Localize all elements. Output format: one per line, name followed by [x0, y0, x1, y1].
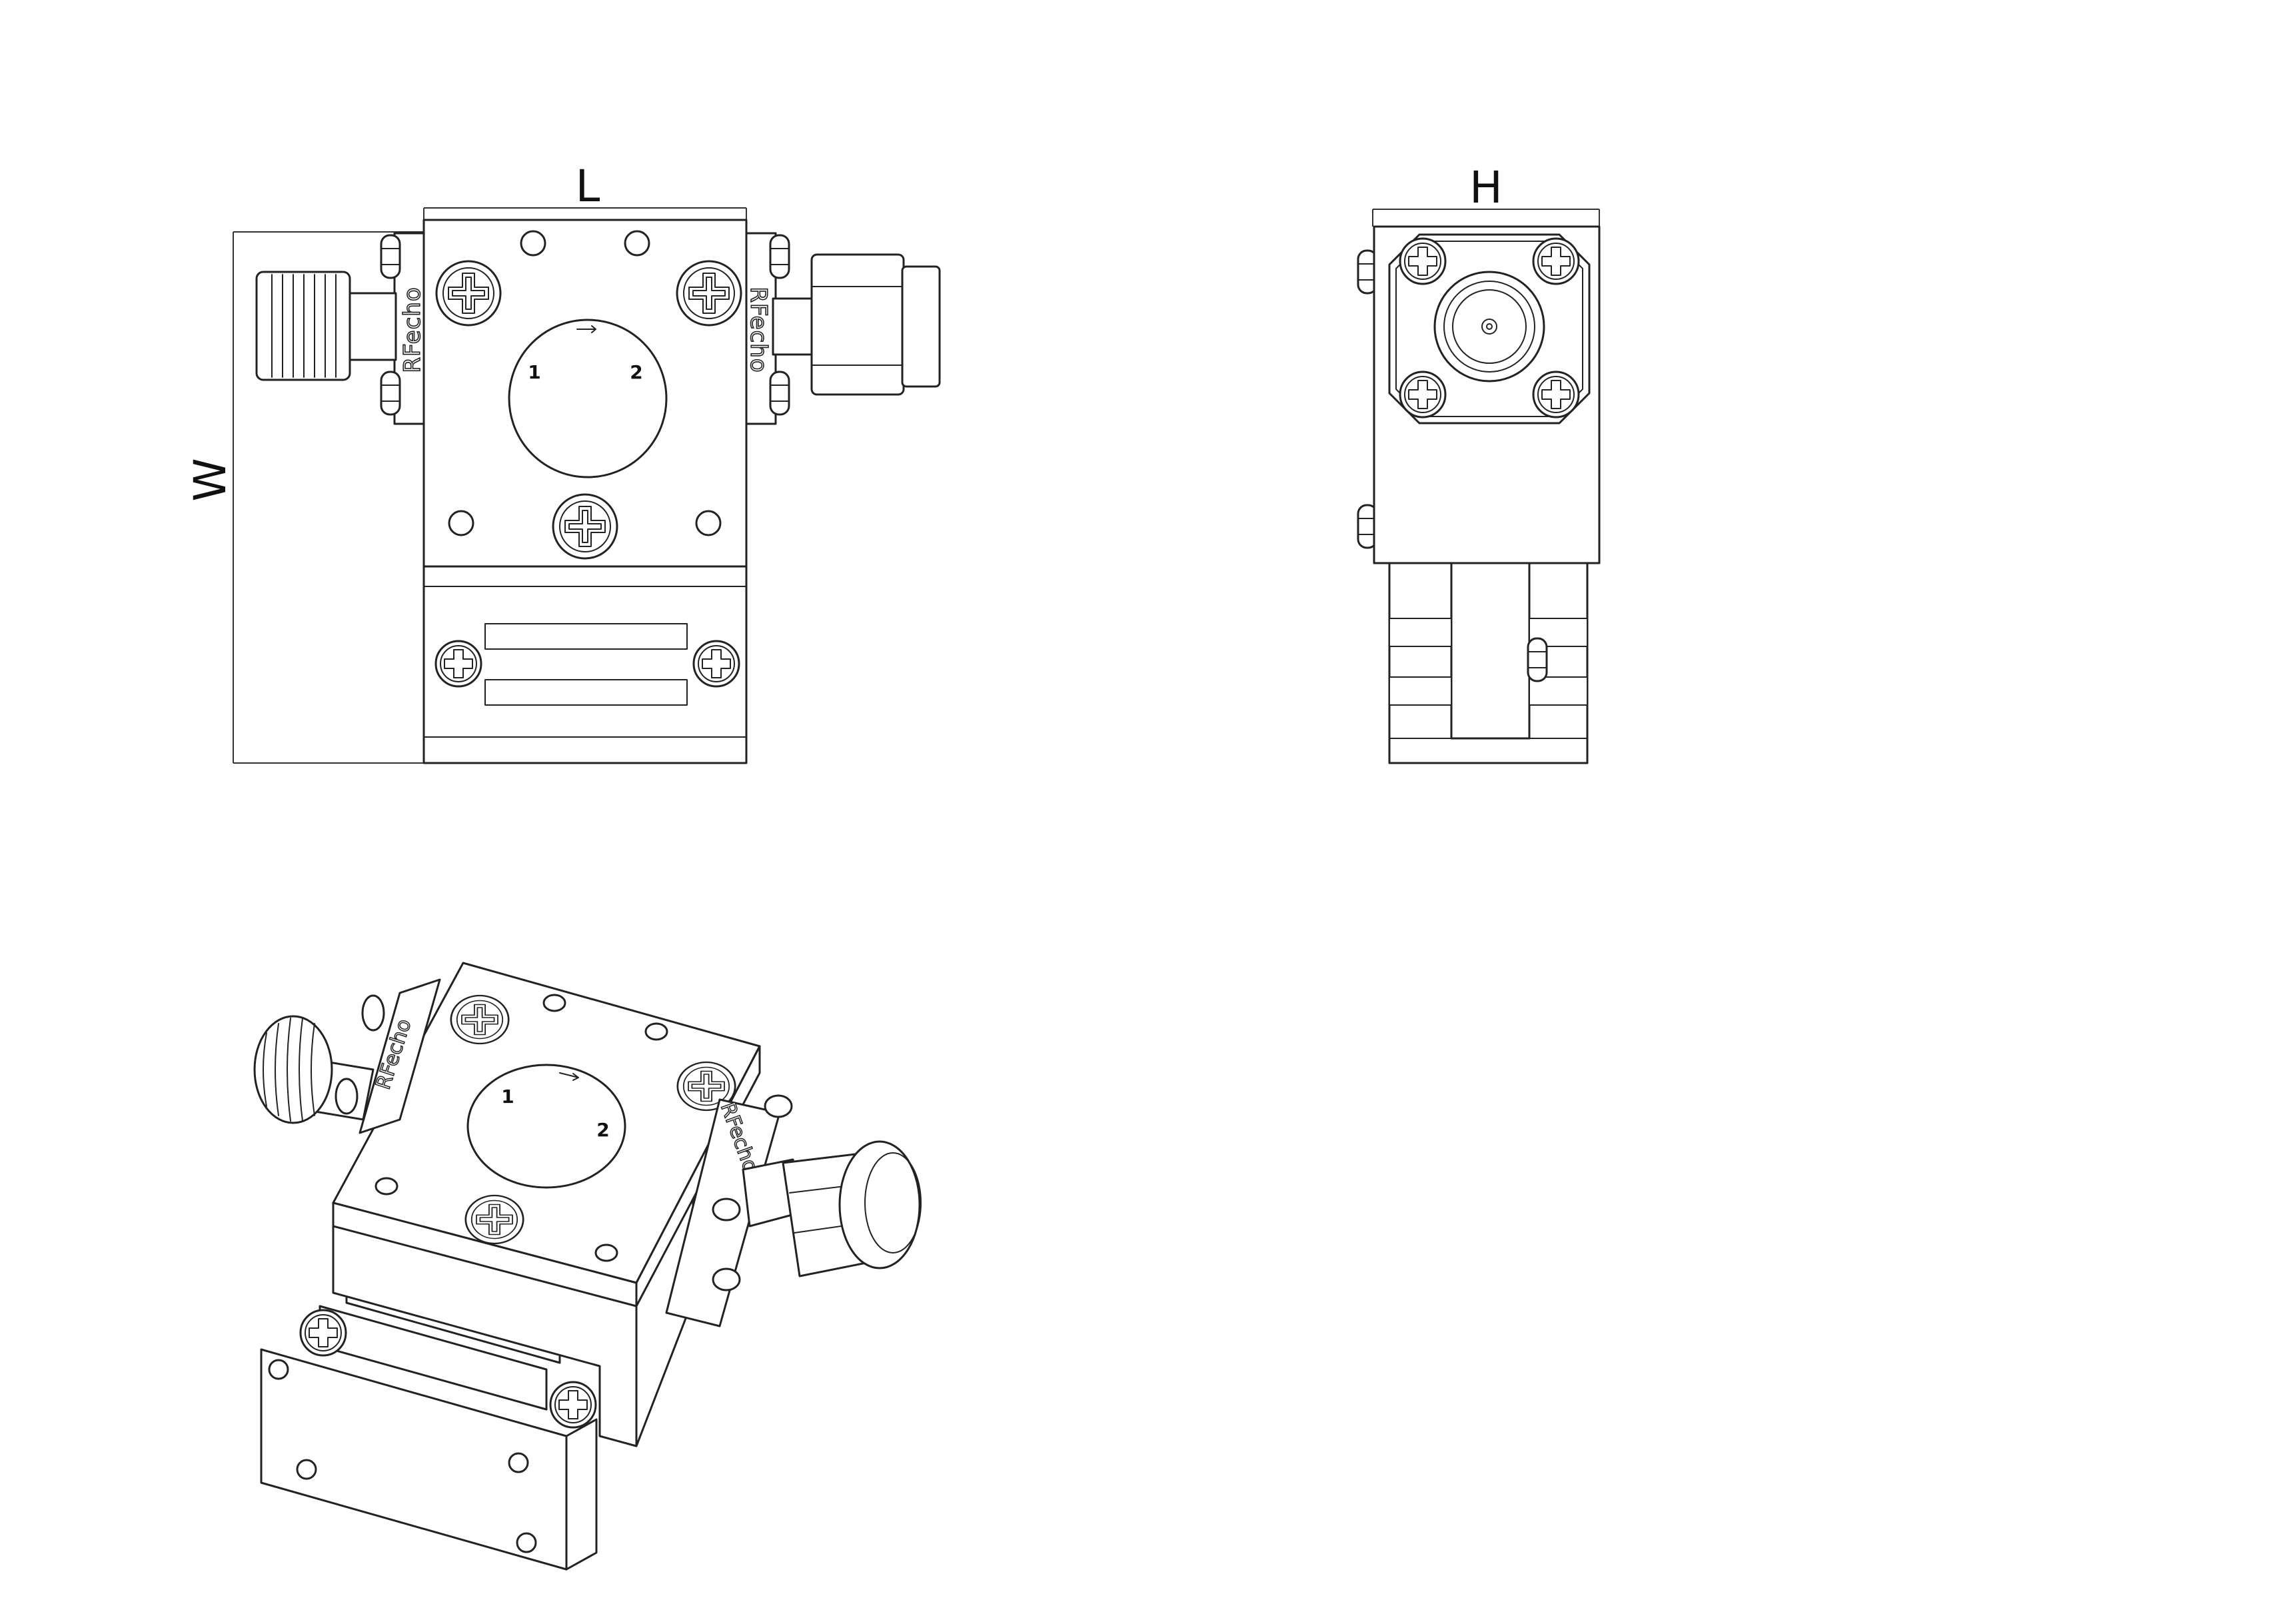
right-flange	[745, 232, 790, 425]
iso-ferrite-disc	[466, 1064, 626, 1189]
ferrite-disc	[508, 319, 668, 478]
port-2-label: 2	[630, 361, 642, 383]
height-label: H	[1469, 162, 1503, 213]
left-flange	[380, 232, 425, 425]
isolator-body: 1 2	[422, 219, 748, 568]
dimension-length: L	[423, 161, 747, 232]
dimension-width: W	[185, 231, 424, 764]
iso-arrow-right-icon	[559, 1072, 579, 1081]
coax-connector-face	[1433, 271, 1545, 383]
waveguide-fins	[1388, 562, 1589, 764]
dimension-height: H	[1372, 162, 1600, 227]
iso-port-2-label: 2	[596, 1119, 609, 1141]
iso-port-1-label: 1	[501, 1086, 514, 1108]
port-1-label: 1	[528, 361, 540, 383]
hex-nut-connector-icon	[772, 253, 941, 396]
arrow-right-icon	[576, 325, 596, 333]
side-view: H	[1357, 162, 1601, 764]
isometric-view: 1 2 RFecho RFecho	[253, 962, 922, 1571]
brand-marking-left: RFecho	[399, 287, 426, 373]
width-label: W	[185, 458, 236, 501]
top-view: L W	[185, 161, 941, 764]
length-label: L	[576, 161, 600, 212]
brand-marking-right: RFecho	[745, 287, 772, 373]
waveguide-section	[422, 565, 748, 764]
threaded-connector-icon	[255, 271, 397, 381]
